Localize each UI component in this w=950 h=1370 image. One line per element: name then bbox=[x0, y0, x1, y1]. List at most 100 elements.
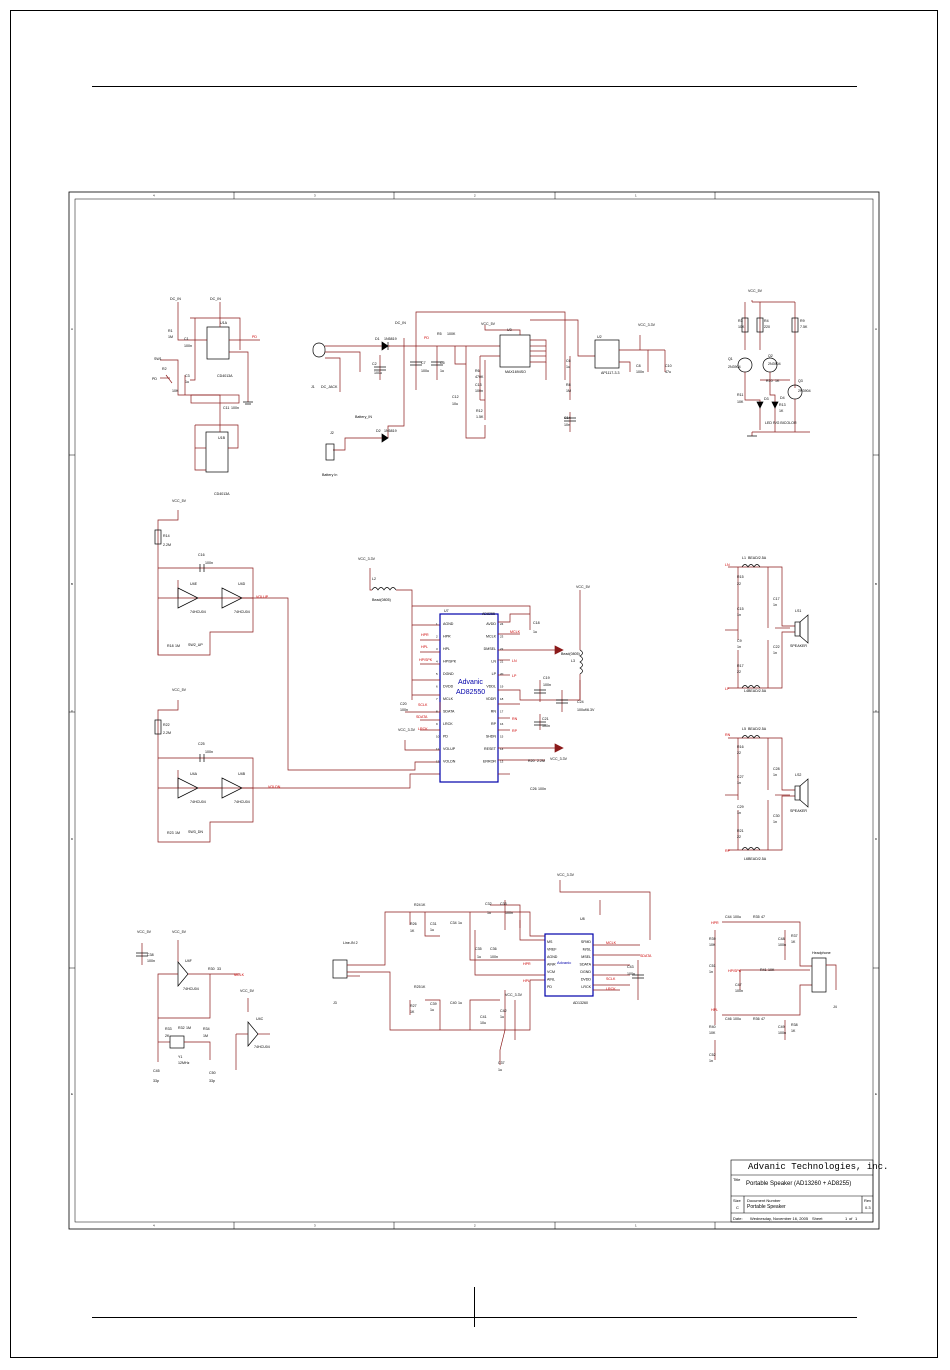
label-u7-val: AD8255 bbox=[482, 612, 495, 616]
net-mclk-amp: MCLK bbox=[510, 630, 521, 634]
label-c37-val: 1u bbox=[498, 1068, 502, 1072]
net-pd-2: PD bbox=[152, 377, 157, 381]
label-c30-val: 1n bbox=[773, 820, 777, 824]
column-marker: 4 bbox=[153, 194, 155, 198]
label-c11-val: 100n bbox=[231, 406, 239, 410]
label-r15-val: 22 bbox=[737, 582, 741, 586]
net-vcc5v-osc-b: VCC_5V bbox=[172, 930, 187, 934]
ic-pin-number: 18 bbox=[500, 697, 504, 701]
headphone-section bbox=[714, 921, 837, 1060]
label-r6: R6 bbox=[475, 369, 480, 373]
net-vcc33v-reset: VCC_3.3V bbox=[550, 757, 568, 761]
net-sdata-adc: SDATA bbox=[640, 954, 652, 958]
label-c51: C51 bbox=[709, 964, 716, 968]
label-u2-val: AP1117-3.3 bbox=[601, 371, 619, 375]
label-d2: D2 bbox=[376, 429, 381, 433]
net-vcc33v-adc: VCC_3.3V bbox=[557, 873, 575, 877]
ic-pin-label: LRCK bbox=[443, 722, 453, 726]
title-company: Advanic Technologies, inc. bbox=[748, 1162, 889, 1172]
net-vcc5v-amp: VCC_5V bbox=[576, 585, 591, 589]
label-r41: R41 bbox=[760, 968, 767, 972]
label-r9-val: 7.5K bbox=[800, 325, 808, 329]
label-c16: C16 bbox=[198, 553, 205, 557]
row-marker: D bbox=[875, 837, 878, 841]
label-u3-val: MAX1694SO bbox=[505, 370, 526, 374]
label-r2: R2 bbox=[162, 367, 167, 371]
label-d1: D1 bbox=[375, 337, 380, 341]
ic-pin-number: 2 bbox=[436, 635, 438, 639]
column-marker: 3 bbox=[314, 1224, 316, 1228]
label-ls1: LS1 bbox=[795, 609, 801, 613]
label-c50-val: 33p bbox=[209, 1079, 215, 1083]
ic-pin-number: 9 bbox=[436, 722, 438, 726]
ic-pin-number: 5 bbox=[436, 672, 438, 676]
label-u4f-val: 74HCU04 bbox=[183, 987, 199, 991]
label-l5: L5 bbox=[742, 727, 746, 731]
ic-pin-label: AINR bbox=[547, 963, 556, 967]
ic-pin-label: M/SL bbox=[583, 948, 591, 952]
label-c5-val: 1u bbox=[440, 369, 444, 373]
label-r10-val: 1K bbox=[775, 379, 780, 383]
label-r39: R39 bbox=[709, 937, 716, 941]
label-c36: C36 bbox=[490, 947, 497, 951]
label-c10-val: 47u bbox=[665, 370, 671, 374]
date-value: Wednesday, November 16, 2005 bbox=[750, 1216, 809, 1221]
ic-pin-number: 1 bbox=[436, 622, 438, 626]
label-r13-val: 1K bbox=[779, 409, 784, 413]
label-u8-brand: Advanic bbox=[557, 960, 571, 965]
label-c31: C31 bbox=[430, 922, 437, 926]
ic-pin-number: 19 bbox=[500, 685, 504, 689]
label-c41: C41 bbox=[480, 1015, 487, 1019]
label-c13: C13 bbox=[475, 383, 482, 387]
net-lrck-adc: LRCK bbox=[606, 987, 616, 991]
label-r5: R5 bbox=[437, 332, 442, 336]
column-marker: 2 bbox=[474, 1224, 476, 1228]
net-vcc33v-adc-b: VCC_3.3V bbox=[505, 993, 523, 997]
label-r37-val: 1K bbox=[791, 940, 796, 944]
net-rp-spk: RP bbox=[725, 849, 731, 853]
net-ln-amp: LN bbox=[512, 659, 517, 663]
label-r12: R12 bbox=[476, 409, 483, 413]
label-c27: C27 bbox=[737, 775, 744, 779]
ic-pin-label: VDDL bbox=[486, 685, 496, 689]
column-marker: 3 bbox=[314, 194, 316, 198]
label-r22: R22 bbox=[163, 723, 170, 727]
label-r3-val: 10K bbox=[738, 325, 745, 329]
adc-section bbox=[332, 880, 651, 1065]
label-r32: R32 bbox=[178, 1026, 185, 1030]
label-r11-val: 10K bbox=[737, 400, 744, 404]
net-mclk-osc: MCLK bbox=[234, 973, 245, 977]
label-r37: R37 bbox=[791, 934, 798, 938]
label-c26: C26 bbox=[530, 787, 537, 791]
label-l1-val: BEAD/2.5A bbox=[748, 556, 767, 560]
net-hpl-adc: HPL bbox=[523, 979, 530, 983]
label-c6: C6 bbox=[566, 359, 571, 363]
label-y1: Y1 bbox=[178, 1055, 182, 1059]
label-c3-val: 1u bbox=[185, 380, 189, 384]
ic-pin-label: HPR bbox=[443, 635, 451, 639]
column-marker: 2 bbox=[474, 194, 476, 198]
column-marker: 4 bbox=[153, 1224, 155, 1228]
label-c48: C48 bbox=[778, 937, 785, 941]
row-marker: B bbox=[875, 582, 877, 586]
net-dc-in: DC_IN bbox=[170, 297, 181, 301]
label-c52-val: 1n bbox=[709, 1059, 713, 1063]
ic-pin-label: PD bbox=[443, 735, 448, 739]
label-d4: D4 bbox=[780, 396, 785, 400]
label-r26: R26 bbox=[410, 922, 417, 926]
ic-pin-number: 13 bbox=[500, 760, 504, 764]
drawing-frame-outer bbox=[68, 191, 880, 1230]
net-pd-3: PD bbox=[424, 336, 429, 340]
label-r41-val: 10K bbox=[768, 968, 775, 972]
label-c26-val: 100n bbox=[538, 787, 546, 791]
date-label: Date: bbox=[733, 1216, 743, 1221]
label-c38: C38 bbox=[147, 953, 154, 957]
label-l2: L2 bbox=[372, 577, 376, 581]
doc-number: Portable Speaker bbox=[747, 1204, 786, 1210]
ic-pin-number: 17 bbox=[500, 710, 504, 714]
label-c45: C45 bbox=[153, 1069, 160, 1073]
label-c21: C21 bbox=[542, 717, 549, 721]
label-u3: U3 bbox=[507, 328, 512, 332]
label-c1: C1 bbox=[184, 337, 189, 341]
label-c7-val: 100u bbox=[421, 369, 429, 373]
